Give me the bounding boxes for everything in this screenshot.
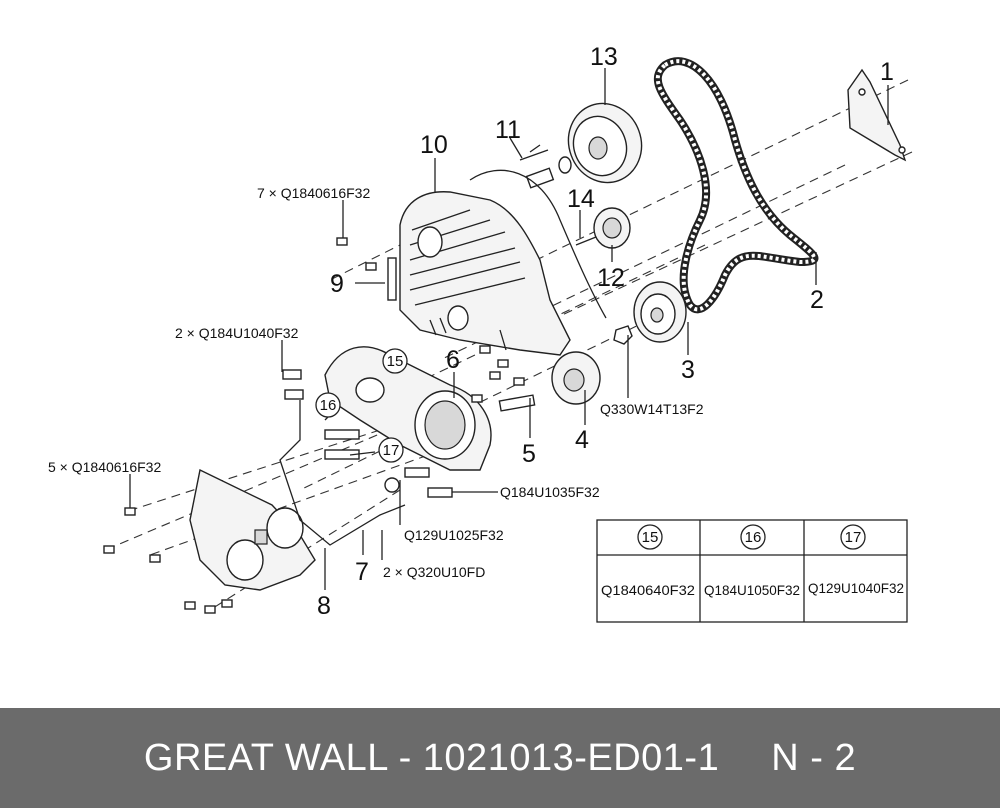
callout-17: 17 xyxy=(378,437,404,463)
small-bolts xyxy=(103,237,525,614)
label-part-11: 11 xyxy=(495,116,521,144)
table-cell-16: Q184U1050F32 xyxy=(704,582,800,598)
svg-text:17: 17 xyxy=(383,442,400,459)
timing-belt-exploded-diagram: 1 2 3 4 5 6 7 8 9 10 11 12 13 14 7 × Q18… xyxy=(48,43,913,623)
footer-page: N - 2 xyxy=(771,736,857,779)
label-part-10: 10 xyxy=(420,131,448,159)
part-8-lower-housing xyxy=(189,468,316,591)
part-12-tensioner xyxy=(575,207,631,249)
part-5-bolt xyxy=(498,394,536,412)
label-part-14: 14 xyxy=(567,185,595,213)
leader-lines xyxy=(129,68,889,590)
label-part-6: 6 xyxy=(446,346,460,374)
part-1-bracket xyxy=(847,68,907,162)
part-9-stud xyxy=(387,257,397,301)
code-label-1: 7 × Q1840616F32 xyxy=(257,185,370,201)
footer-bar: GREAT WALL - 1021013-ED01-1 N - 2 xyxy=(0,708,1000,808)
code-label-2: 2 × Q184U1040F32 xyxy=(175,325,299,341)
part-11-wire-end xyxy=(519,144,549,161)
part-7-tube xyxy=(279,400,406,546)
label-part-8: 8 xyxy=(317,592,331,620)
svg-text:16: 16 xyxy=(745,529,762,546)
label-part-3: 3 xyxy=(681,356,695,384)
table-header-15: 15 xyxy=(637,524,663,550)
part-6-lower-cover xyxy=(324,346,492,471)
part-10-upper-cover xyxy=(399,191,571,356)
code-label-7: 2 × Q320U10FD xyxy=(383,564,485,580)
label-part-13: 13 xyxy=(590,43,618,71)
code-label-6: Q129U1025F32 xyxy=(404,527,504,543)
label-part-7: 7 xyxy=(355,558,369,586)
part-13-cam-pulley xyxy=(525,102,643,189)
table-cell-17: Q129U1040F32 xyxy=(808,580,904,596)
callout-16: 16 xyxy=(315,392,341,418)
svg-text:15: 15 xyxy=(642,529,659,546)
footer-brand-code: GREAT WALL - 1021013-ED01-1 xyxy=(143,736,720,779)
label-part-4: 4 xyxy=(575,426,589,454)
part-11-wire xyxy=(469,169,607,319)
svg-text:17: 17 xyxy=(845,529,862,546)
code-label-5: Q184U1035F32 xyxy=(500,484,600,500)
code-label-3: 5 × Q1840616F32 xyxy=(48,459,161,475)
part-3-idler-pulley xyxy=(613,281,687,345)
code-label-4: Q330W14T13F2 xyxy=(600,401,704,417)
part-4-crank-pulley xyxy=(551,351,601,405)
label-part-5: 5 xyxy=(522,440,536,468)
table-header-16: 16 xyxy=(740,524,766,550)
callout-15: 15 xyxy=(382,348,408,374)
svg-text:15: 15 xyxy=(387,353,404,370)
table-header-17: 17 xyxy=(840,524,866,550)
label-part-1: 1 xyxy=(880,58,894,86)
label-part-2: 2 xyxy=(810,286,824,314)
part-2-timing-belt xyxy=(653,57,819,314)
label-part-9: 9 xyxy=(330,270,344,298)
bolt-reference-table: 15 16 17 Q1840640F32 Q184U1050F32 Q129U1… xyxy=(596,519,908,623)
svg-text:16: 16 xyxy=(320,397,337,414)
table-cell-15: Q1840640F32 xyxy=(601,582,695,598)
label-part-12: 12 xyxy=(597,264,625,292)
